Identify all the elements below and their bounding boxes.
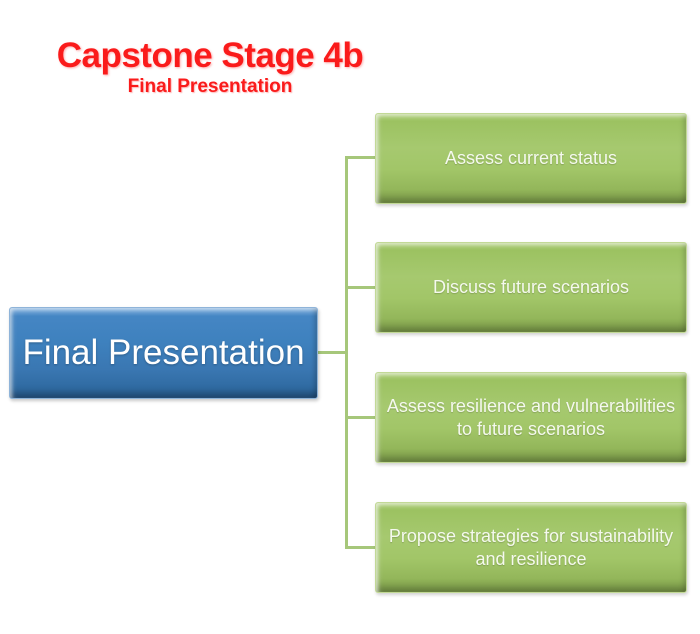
branch-node-label: Propose strategies for sustainability an… bbox=[388, 526, 674, 569]
connector-branch-1 bbox=[345, 156, 376, 159]
connector-branch-2 bbox=[345, 286, 376, 289]
diagram-branch-node-assess-current-status: Assess current status bbox=[375, 113, 687, 204]
diagram-root-node: Final Presentation bbox=[9, 307, 318, 399]
connector-branch-3 bbox=[345, 416, 376, 419]
connector-trunk bbox=[345, 156, 348, 549]
branch-node-label: Assess current status bbox=[444, 148, 618, 169]
connector-branch-4 bbox=[345, 546, 376, 549]
branch-node-label: Discuss future scenarios bbox=[432, 277, 630, 298]
root-node-label: Final Presentation bbox=[22, 332, 305, 372]
slide-title: Capstone Stage 4b bbox=[56, 36, 364, 75]
branch-node-label: Assess resilience and vulnerabilities to… bbox=[386, 396, 676, 439]
connector-root-stub bbox=[316, 351, 345, 354]
diagram-branch-node-propose-strategies: Propose strategies for sustainability an… bbox=[375, 502, 687, 593]
diagram-branch-node-assess-resilience-vulnerabilities: Assess resilience and vulnerabilities to… bbox=[375, 372, 687, 463]
slide-subtitle: Final Presentation bbox=[127, 76, 293, 97]
title-block: Capstone Stage 4b Final Presentation bbox=[0, 36, 420, 98]
diagram-branch-node-discuss-future-scenarios: Discuss future scenarios bbox=[375, 242, 687, 333]
